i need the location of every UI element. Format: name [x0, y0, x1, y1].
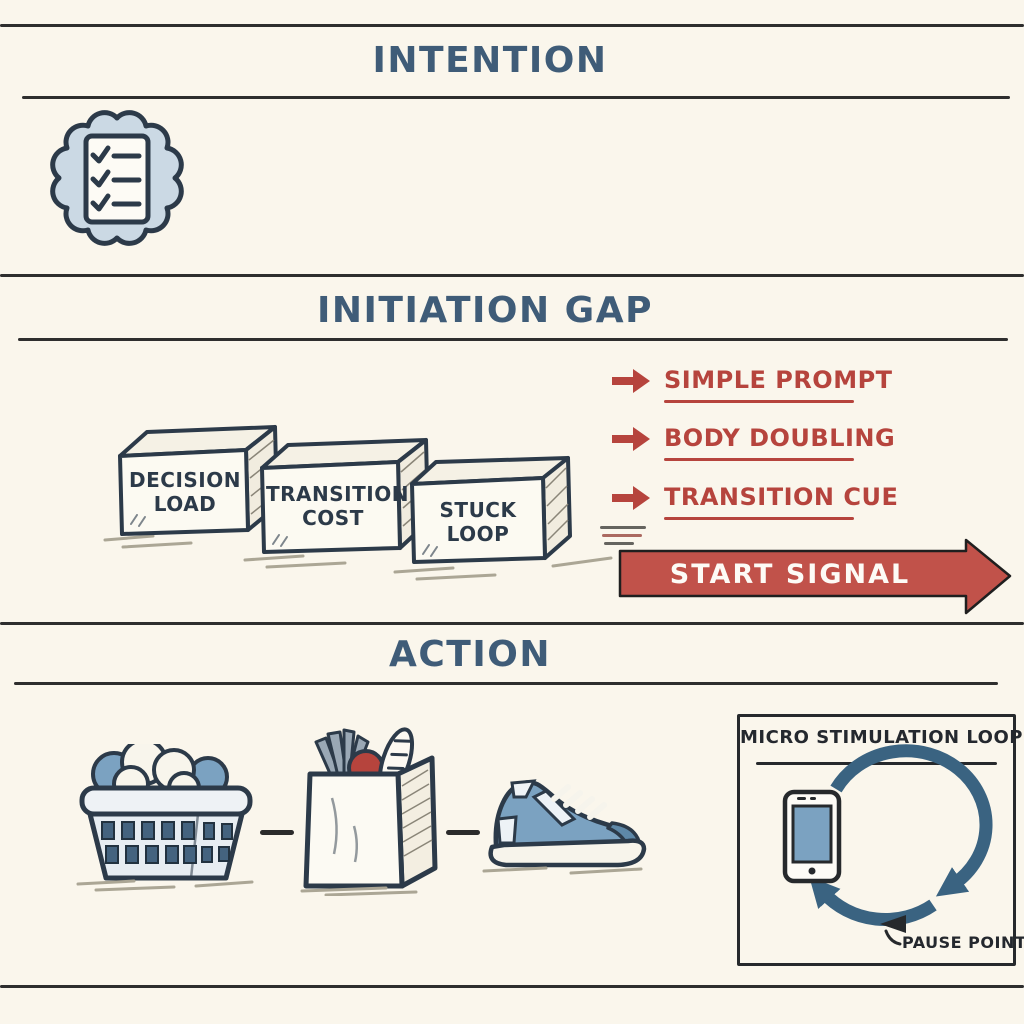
micro-stimulation-loop-panel: MICRO STIMULATION LOOP PAUSE POINT [737, 714, 1024, 966]
divider-line [14, 682, 998, 685]
block-label-decision-load: DECISION LOAD [120, 468, 250, 516]
start-signal-label: START SIGNAL [669, 559, 911, 590]
laundry-basket-icon [76, 744, 254, 892]
remedy-label: TRANSITION CUE [664, 483, 899, 511]
block-label-stuck-loop: STUCK LOOP [413, 498, 543, 546]
initiation-gap-section-title: INITIATION GAP [317, 290, 653, 331]
red-arrow-icon [612, 369, 650, 393]
sequence-dash [260, 830, 294, 835]
micro-loop-title: MICRO STIMULATION LOOP [740, 727, 1023, 748]
red-arrow-icon [612, 427, 650, 451]
divider-line [0, 24, 1024, 27]
micro-loop-title-underline [756, 762, 997, 765]
remedy-underline [664, 517, 854, 520]
block-label-line: STUCK [439, 498, 517, 522]
speed-line [604, 542, 634, 545]
obstacle-blocks-icon [103, 425, 613, 581]
sneaker-icon [482, 779, 647, 875]
remedy-row-simple-prompt: SIMPLE PROMPT [612, 366, 912, 410]
block-label-line: TRANSITION [266, 482, 409, 506]
remedy-underline [664, 400, 854, 403]
divider-line [18, 338, 1008, 341]
block-label-line: COST [302, 506, 364, 530]
loop-arrows-icon [809, 744, 993, 946]
grocery-bag-icon [300, 727, 438, 896]
block-label-line: LOAD [153, 492, 217, 516]
speed-line [600, 526, 646, 529]
pause-point-marker [880, 915, 906, 933]
divider-line [0, 274, 1024, 277]
block-label-line: DECISION [129, 468, 241, 492]
brain-checklist-icon [50, 110, 184, 246]
block-label-line: LOOP [446, 522, 510, 546]
intention-section-title: INTENTION [372, 40, 608, 81]
red-arrow-icon [612, 486, 650, 510]
remedy-row-body-doubling: BODY DOUBLING [612, 424, 912, 468]
pause-point-label: PAUSE POINT [902, 933, 1024, 952]
start-signal-arrow-icon [618, 538, 1012, 615]
speed-line [602, 534, 642, 537]
divider-line [22, 96, 1010, 99]
divider-line [0, 985, 1024, 988]
divider-line [0, 622, 1024, 625]
pause-point-tick [884, 929, 902, 946]
sequence-dash [446, 830, 480, 835]
remedy-row-transition-cue: TRANSITION CUE [612, 483, 912, 527]
smartphone-icon [782, 789, 842, 884]
block-label-transition-cost: TRANSITION COST [266, 482, 409, 530]
remedy-label: BODY DOUBLING [664, 424, 896, 452]
remedy-label: SIMPLE PROMPT [664, 366, 893, 394]
remedy-underline [664, 458, 854, 461]
action-section-title: ACTION [389, 634, 551, 675]
